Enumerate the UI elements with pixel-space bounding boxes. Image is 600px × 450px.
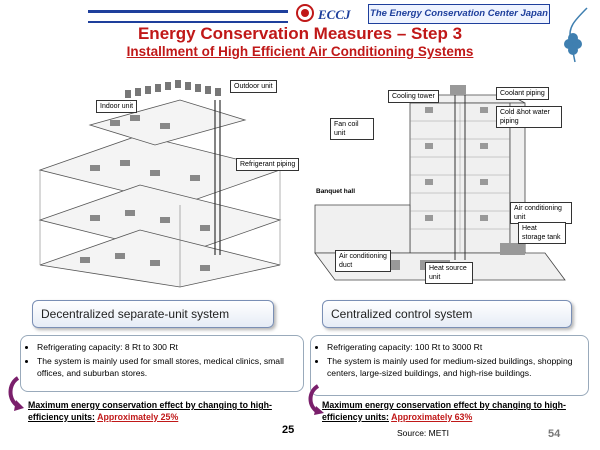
right-curved-arrow-icon <box>308 384 324 415</box>
left-curved-arrow-icon <box>8 376 24 411</box>
effect-value: Approximately 63% <box>391 411 473 422</box>
air-conditioning-unit-callout: Air conditioning unit <box>510 202 572 224</box>
indoor-unit-callout: Indoor unit <box>96 100 138 113</box>
centralized-effect: Maximum energy conservation effect by ch… <box>322 400 582 423</box>
effect-label: Maximum energy conservation effect by ch… <box>322 400 566 422</box>
decentralized-description: Refrigerating capacity: 8 Rt to 300 Rt T… <box>20 335 304 392</box>
coolant-piping-callout: Coolant piping <box>496 87 549 100</box>
fan-coil-unit-callout: Fan coil unit <box>330 118 374 140</box>
banquet-hall-label: Banquet hall <box>316 188 356 195</box>
slide-title: Energy Conservation Measures – Step 3 <box>137 24 463 43</box>
effect-value: Approximately 25% <box>97 411 179 422</box>
bullet-capacity: Refrigerating capacity: 100 Rt to 3000 R… <box>327 341 582 353</box>
org-name-banner: The Energy Conservation Center Japan <box>368 4 550 24</box>
effect-label: Maximum energy conservation effect by ch… <box>28 400 272 422</box>
eccj-logo-text: ECCJ <box>318 7 351 22</box>
heat-source-unit-callout: Heat source unit <box>425 262 473 284</box>
heat-storage-tank-callout: Heat storage tank <box>518 222 566 244</box>
refrigerant-piping-callout: Refrigerant piping <box>236 158 300 171</box>
centralized-building-illustration <box>314 85 566 281</box>
cold-hot-water-piping-callout: Cold &hot water piping <box>496 106 562 128</box>
bullet-usage: The system is mainly used for medium-siz… <box>327 355 582 379</box>
air-conditioning-duct-callout: Air conditioning duct <box>335 250 391 272</box>
slide-page-number: 54 <box>548 428 561 440</box>
decentralized-effect: Maximum energy conservation effect by ch… <box>28 400 296 423</box>
bullet-usage: The system is mainly used for small stor… <box>37 355 297 379</box>
clover-logo-icon <box>564 7 588 63</box>
slide-subtitle: Installment of High Efficient Air Condit… <box>126 44 474 59</box>
centralized-system-label: Centralized control system <box>322 300 572 328</box>
decentralized-system-label: Decentralized separate-unit system <box>32 300 274 328</box>
eccj-logo-icon <box>296 4 314 22</box>
cooling-tower-callout: Cooling tower <box>388 90 439 103</box>
inner-page-number: 25 <box>282 424 295 436</box>
outdoor-unit-callout: Outdoor unit <box>230 80 277 93</box>
source-note: Source: METI <box>397 428 449 438</box>
header-rule <box>88 10 288 23</box>
bullet-capacity: Refrigerating capacity: 8 Rt to 300 Rt <box>37 341 297 353</box>
centralized-description: Refrigerating capacity: 100 Rt to 3000 R… <box>310 335 589 396</box>
decentralized-building-illustration <box>38 80 282 288</box>
